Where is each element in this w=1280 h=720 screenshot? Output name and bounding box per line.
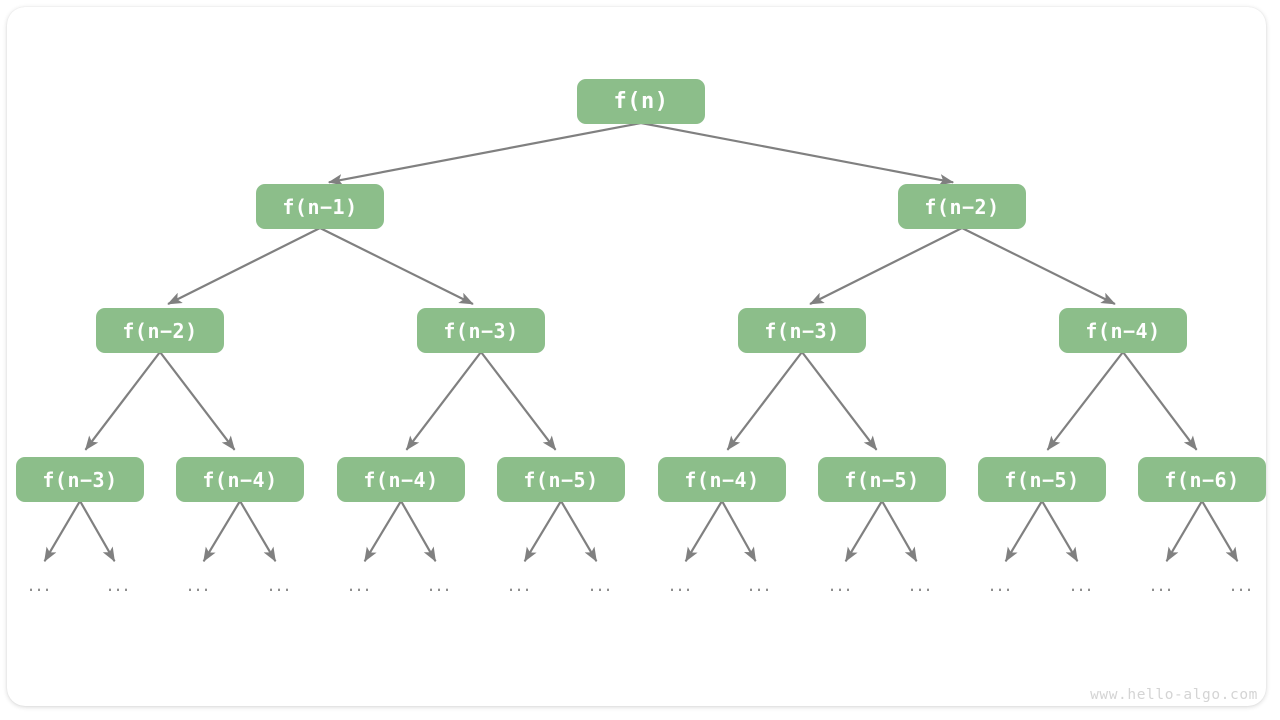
tree-node: f(n−3) <box>738 308 866 353</box>
tree-node: f(n−5) <box>818 457 946 502</box>
tree-node: f(n−4) <box>1059 308 1187 353</box>
tree-node: f(n−6) <box>1138 457 1266 502</box>
tree-node-label: f(n−2) <box>122 318 198 343</box>
tree-node-label: f(n−4) <box>363 467 439 492</box>
tree-node: f(n−4) <box>176 457 304 502</box>
tree-node: f(n−4) <box>658 457 786 502</box>
tree-node: f(n−1) <box>256 184 384 229</box>
tree-node: f(n−4) <box>337 457 465 502</box>
tree-node-label: f(n−1) <box>282 194 358 219</box>
ellipsis-marker: ... <box>988 573 1014 596</box>
tree-node-label: f(n−6) <box>1164 467 1240 492</box>
tree-node-label: f(n−4) <box>202 467 278 492</box>
ellipsis-marker: ... <box>427 573 453 596</box>
ellipsis-marker: ... <box>267 573 293 596</box>
tree-node: f(n−5) <box>978 457 1106 502</box>
tree-node-label: f(n−4) <box>1085 318 1161 343</box>
ellipsis-marker: ... <box>106 573 132 596</box>
ellipsis-marker: ... <box>507 573 533 596</box>
tree-node: f(n−3) <box>417 308 545 353</box>
tree-node-label: f(n) <box>613 88 669 114</box>
watermark: www.hello-algo.com <box>1090 687 1258 703</box>
ellipsis-marker: ... <box>347 573 373 596</box>
ellipsis-marker: ... <box>747 573 773 596</box>
tree-node-label: f(n−3) <box>443 318 519 343</box>
ellipsis-marker: ... <box>1069 573 1095 596</box>
tree-node-label: f(n−3) <box>764 318 840 343</box>
ellipsis-marker: ... <box>27 573 53 596</box>
tree-node: f(n−2) <box>898 184 1026 229</box>
tree-node: f(n−3) <box>16 457 144 502</box>
tree-node-label: f(n−5) <box>523 467 599 492</box>
ellipsis-marker: ... <box>1229 573 1255 596</box>
ellipsis-marker: ... <box>1149 573 1175 596</box>
tree-node-label: f(n−4) <box>684 467 760 492</box>
ellipsis-marker: ... <box>186 573 212 596</box>
tree-node: f(n−5) <box>497 457 625 502</box>
ellipsis-marker: ... <box>668 573 694 596</box>
tree-node: f(n−2) <box>96 308 224 353</box>
ellipsis-marker: ... <box>908 573 934 596</box>
tree-node-label: f(n−2) <box>924 194 1000 219</box>
tree-node: f(n) <box>577 79 705 124</box>
ellipsis-marker: ... <box>588 573 614 596</box>
tree-node-label: f(n−3) <box>42 467 118 492</box>
tree-node-label: f(n−5) <box>844 467 920 492</box>
tree-node-label: f(n−5) <box>1004 467 1080 492</box>
ellipsis-marker: ... <box>828 573 854 596</box>
